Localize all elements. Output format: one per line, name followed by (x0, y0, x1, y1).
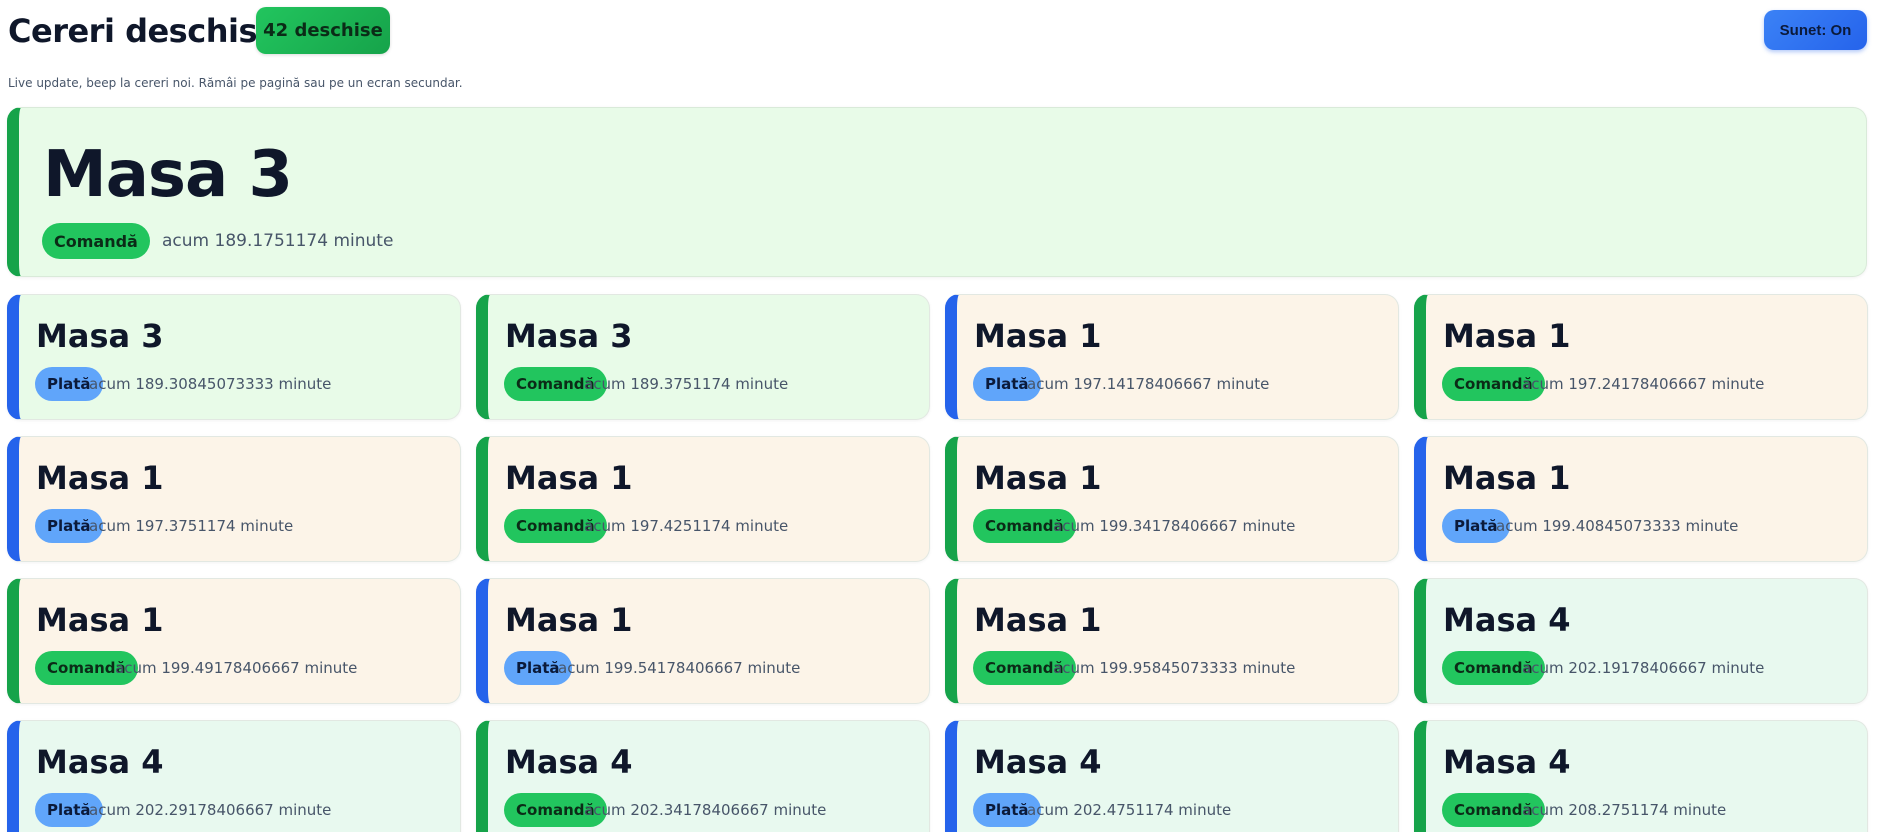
request-time: acum 199.54178406667 minute (558, 659, 801, 677)
request-table-name: Masa 4 (505, 743, 633, 781)
request-time: acum 202.19178406667 minute (1522, 659, 1765, 677)
request-table-name: Masa 4 (1443, 743, 1571, 781)
request-type-badge: Plată (35, 793, 103, 827)
request-table-name: Masa 1 (505, 459, 633, 497)
request-type-badge: Comandă (1442, 651, 1545, 685)
request-time: acum 197.24178406667 minute (1522, 375, 1765, 393)
request-type-badge: Comandă (1442, 793, 1545, 827)
request-table-name: Masa 1 (974, 459, 1102, 497)
request-time: acum 208.2751174 minute (1522, 801, 1727, 819)
request-table-name: Masa 1 (36, 459, 164, 497)
request-table-name: Masa 4 (1443, 601, 1571, 639)
sound-toggle-button[interactable]: Sunet: On (1764, 10, 1867, 50)
request-type-badge: Plată (1442, 509, 1510, 543)
request-time: acum 199.40845073333 minute (1496, 517, 1739, 535)
request-type-badge: Comandă (973, 651, 1076, 685)
request-table-name: Masa 1 (1443, 317, 1571, 355)
request-type-badge: Plată (973, 367, 1041, 401)
request-type-badge: Plată (35, 367, 103, 401)
request-type-badge: Comandă (973, 509, 1076, 543)
page-title: Cereri deschise (8, 12, 279, 50)
request-time: acum 197.3751174 minute (89, 517, 294, 535)
request-type-badge: Plată (504, 651, 572, 685)
page-header: Cereri deschise 42 deschise Sunet: On Li… (0, 0, 1885, 90)
featured-table-name: Masa 3 (43, 138, 293, 212)
request-time: acum 189.3751174 minute (584, 375, 789, 393)
page-subtitle: Live update, beep la cereri noi. Rămâi p… (8, 76, 463, 90)
featured-request-type-badge: Comandă (42, 223, 150, 259)
open-count-badge: 42 deschise (256, 7, 390, 54)
request-time: acum 199.49178406667 minute (115, 659, 358, 677)
request-table-name: Masa 1 (974, 601, 1102, 639)
request-time: acum 197.14178406667 minute (1027, 375, 1270, 393)
featured-request-time: acum 189.1751174 minute (162, 231, 394, 251)
request-type-badge: Plată (35, 509, 103, 543)
request-type-badge: Comandă (1442, 367, 1545, 401)
request-type-badge: Comandă (504, 793, 607, 827)
request-table-name: Masa 3 (505, 317, 633, 355)
request-table-name: Masa 1 (974, 317, 1102, 355)
request-time: acum 199.95845073333 minute (1053, 659, 1296, 677)
request-table-name: Masa 1 (1443, 459, 1571, 497)
request-table-name: Masa 4 (36, 743, 164, 781)
request-table-name: Masa 1 (505, 601, 633, 639)
request-type-badge: Comandă (504, 509, 607, 543)
request-table-name: Masa 3 (36, 317, 164, 355)
request-time: acum 197.4251174 minute (584, 517, 789, 535)
request-table-name: Masa 4 (974, 743, 1102, 781)
request-time: acum 202.29178406667 minute (89, 801, 332, 819)
request-table-name: Masa 1 (36, 601, 164, 639)
request-time: acum 202.34178406667 minute (584, 801, 827, 819)
request-type-badge: Plată (973, 793, 1041, 827)
featured-request-card[interactable]: Masa 3 Comandă acum 189.1751174 minute (7, 107, 1867, 277)
request-type-badge: Comandă (35, 651, 138, 685)
request-time: acum 189.30845073333 minute (89, 375, 332, 393)
request-time: acum 199.34178406667 minute (1053, 517, 1296, 535)
request-time: acum 202.4751174 minute (1027, 801, 1232, 819)
request-type-badge: Comandă (504, 367, 607, 401)
